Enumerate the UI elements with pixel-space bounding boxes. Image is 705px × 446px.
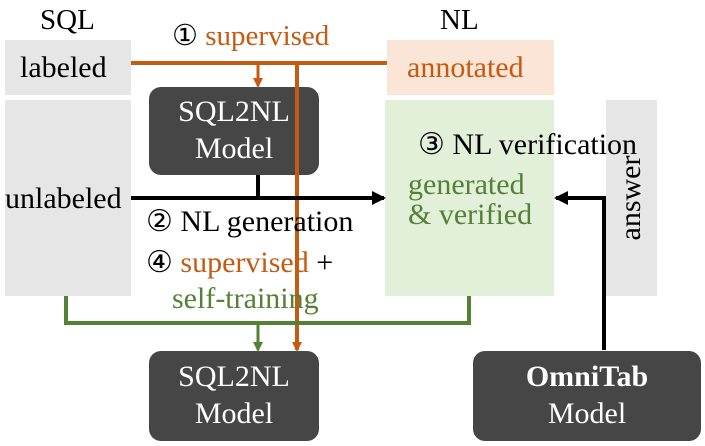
omnitab-model: OmniTab Model <box>473 351 701 441</box>
step4-supervised: supervised <box>180 246 309 279</box>
step4-plus: + <box>316 246 334 279</box>
step1-text: supervised <box>205 20 330 52</box>
labeled-box <box>5 40 131 95</box>
verified-label: & verified <box>408 198 533 231</box>
step4-self-training: self-training <box>172 282 319 315</box>
step2-text: NL generation <box>180 205 354 238</box>
step3-text: NL verification <box>452 128 638 161</box>
omnitab-model-line1: OmniTab <box>525 360 649 394</box>
step3-number: ③ <box>418 128 445 161</box>
sql2nl-model-bottom-line1: SQL2NL <box>178 360 290 394</box>
sql-header: SQL <box>40 4 95 36</box>
sql2nl-model-bottom: SQL2NL Model <box>149 351 319 441</box>
nl-header: NL <box>440 4 479 36</box>
step1-number: ① <box>172 20 198 52</box>
step3-label: ③ NL verification <box>418 130 637 160</box>
labeled-label: labeled <box>20 51 107 84</box>
unlabeled-box <box>5 100 131 296</box>
answer-box <box>606 100 657 296</box>
sql2nl-model-top-line2: Model <box>194 132 274 165</box>
annotated-label: annotated <box>407 51 524 84</box>
step2-label: ② NL generation <box>146 207 353 237</box>
generated-label: generated <box>408 168 525 201</box>
generated-box <box>385 100 554 296</box>
step4-number: ④ <box>146 246 173 279</box>
answer-label: answer <box>614 155 647 241</box>
step1-label: ① supervised <box>172 22 329 51</box>
step4-label: ④ supervised + <box>146 248 333 278</box>
sql2nl-model-top: SQL2NL Model <box>149 87 319 175</box>
self-training-bracket <box>64 296 471 325</box>
omnitab-model-line2: Model <box>547 397 627 430</box>
sql2nl-model-top-line1: SQL2NL <box>178 95 290 129</box>
step2-number: ② <box>146 205 173 238</box>
sql2nl-model-bottom-line2: Model <box>194 397 274 430</box>
annotated-box <box>387 40 554 95</box>
unlabeled-label: unlabeled <box>5 182 122 215</box>
